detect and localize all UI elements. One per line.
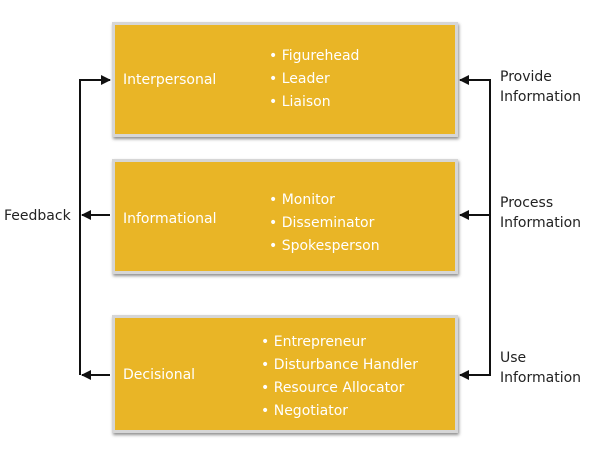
- interpersonal-title: Interpersonal: [123, 72, 217, 88]
- label-line: Process: [500, 195, 554, 211]
- label-line: Information: [500, 89, 582, 105]
- role-item: Disturbance Handler: [261, 354, 418, 377]
- role-item: Spokesperson: [269, 235, 380, 258]
- use-information-label: Use Information: [500, 348, 581, 388]
- role-item: Liaison: [269, 91, 359, 114]
- feedback-label: Feedback: [4, 208, 71, 224]
- label-line: Use: [500, 350, 527, 366]
- role-item: Negotiator: [261, 400, 418, 423]
- label-line: Provide: [500, 69, 552, 85]
- label-line: Information: [500, 215, 582, 231]
- informational-roles: Monitor Disseminator Spokesperson: [269, 189, 380, 258]
- role-item: Entrepreneur: [261, 331, 418, 354]
- role-item: Resource Allocator: [261, 377, 418, 400]
- decisional-title: Decisional: [123, 367, 196, 383]
- decisional-roles: Entrepreneur Disturbance Handler Resourc…: [261, 331, 418, 423]
- provide-information-label: Provide Information: [500, 67, 581, 107]
- role-item: Disseminator: [269, 212, 380, 235]
- decisional-box: Decisional Entrepreneur Disturbance Hand…: [112, 315, 458, 433]
- interpersonal-box: Interpersonal Figurehead Leader Liaison: [112, 22, 458, 137]
- process-information-label: Process Information: [500, 193, 581, 233]
- role-item: Figurehead: [269, 45, 360, 68]
- informational-title: Informational: [123, 211, 217, 227]
- role-item: Leader: [269, 68, 359, 91]
- informational-box: Informational Monitor Disseminator Spoke…: [112, 159, 458, 274]
- label-line: Information: [500, 370, 582, 386]
- role-item: Monitor: [269, 189, 380, 212]
- interpersonal-roles: Figurehead Leader Liaison: [269, 45, 360, 114]
